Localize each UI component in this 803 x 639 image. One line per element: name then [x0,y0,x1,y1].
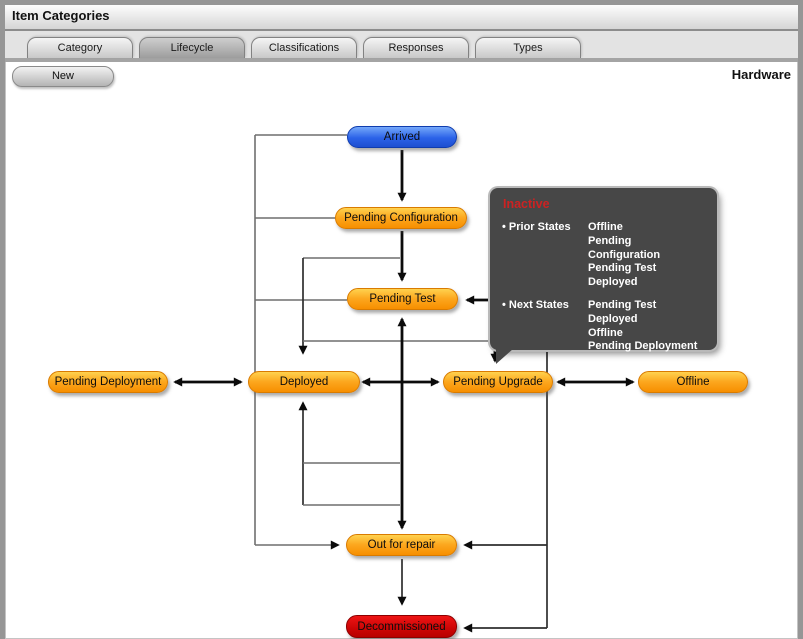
tab-strip: Category Lifecycle Classifications Response… [5,31,798,62]
state-node-arrived[interactable]: Arrived [347,126,457,148]
state-node-deployed[interactable]: Deployed [248,371,360,393]
tooltip-group-label: • Prior States [502,221,571,233]
new-button[interactable]: New [12,66,114,87]
state-node-offline[interactable]: Offline [638,371,748,393]
page-title: Item Categories [5,5,798,31]
tab-lifecycle[interactable]: Lifecycle [139,37,245,58]
state-node-pending-upgrade[interactable]: Pending Upgrade [443,371,553,393]
state-node-pending-configuration[interactable]: Pending Configuration [335,207,467,229]
state-node-out-for-repair[interactable]: Out for repair [346,534,457,556]
tab-classifications[interactable]: Classifications [251,37,357,58]
tooltip-tail-pointer [496,349,513,364]
tooltip-group-label: • Next States [502,298,569,311]
tab-category[interactable]: Category [27,37,133,58]
tab-responses[interactable]: Responses [363,37,469,58]
tab-types[interactable]: Types [475,37,581,58]
category-name-label: Hardware [731,67,791,82]
tooltip-title: Inactive [503,197,550,211]
state-node-decommissioned[interactable]: Decommissioned [346,615,457,638]
state-node-pending-test[interactable]: Pending Test [347,288,458,310]
state-node-pending-deployment[interactable]: Pending Deployment [48,371,168,393]
